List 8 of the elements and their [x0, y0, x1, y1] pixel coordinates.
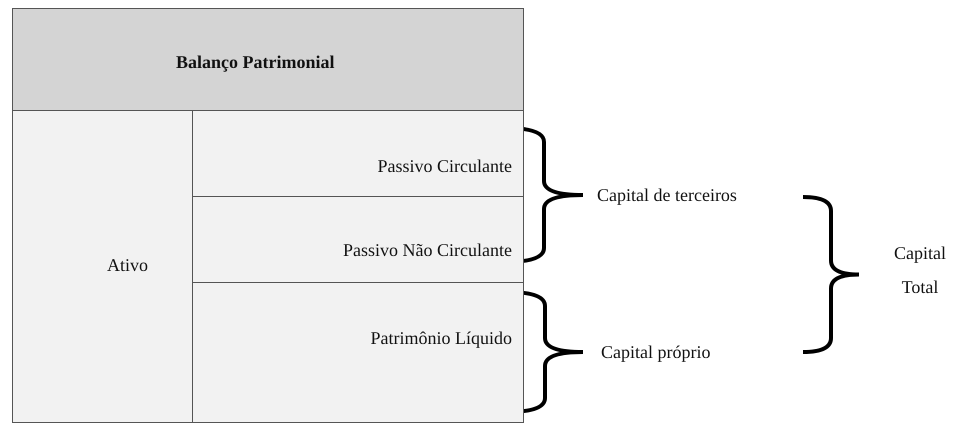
cell-text: Ativo — [107, 255, 148, 276]
cell-text: Patrimônio Líquido — [370, 328, 512, 349]
brace-label: Capital de terceiros — [597, 185, 737, 206]
cell-text: Passivo Não Circulante — [343, 240, 512, 261]
brace-label: Capital Total — [893, 242, 947, 299]
table-header: Balanço Patrimonial — [176, 52, 334, 73]
brace-label: Capital próprio — [601, 342, 710, 363]
cell-text: Passivo Circulante — [378, 156, 512, 177]
